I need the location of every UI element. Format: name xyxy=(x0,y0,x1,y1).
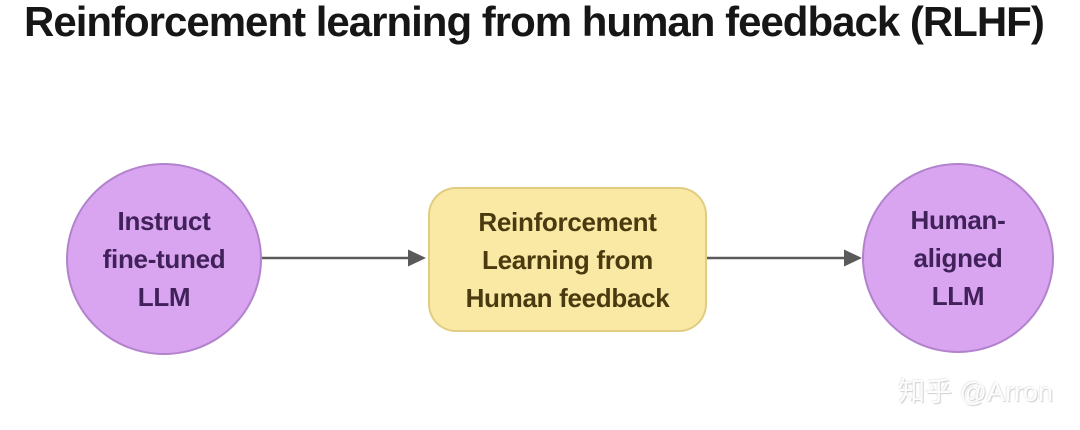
arrow-process-to-result xyxy=(707,249,862,267)
watermark: 知乎 @Arron xyxy=(898,377,1053,407)
node-human-aligned-llm: Human- aligned LLM xyxy=(862,163,1054,353)
node-rlhf-process-label: Reinforcement Learning from Human feedba… xyxy=(465,206,670,313)
node-human-aligned-llm-label: Human- aligned LLM xyxy=(910,205,1006,311)
diagram-title: Reinforcement learning from human feedba… xyxy=(24,0,1045,45)
arrow-source-to-process-head-icon xyxy=(408,249,426,267)
node-rlhf-process: Reinforcement Learning from Human feedba… xyxy=(428,187,707,332)
arrow-process-to-result-head-icon xyxy=(844,249,862,267)
node-instruct-fine-tuned-llm: Instruct fine-tuned LLM xyxy=(66,163,262,355)
node-instruct-fine-tuned-llm-label: Instruct fine-tuned LLM xyxy=(102,206,226,312)
arrow-source-to-process xyxy=(262,249,426,267)
